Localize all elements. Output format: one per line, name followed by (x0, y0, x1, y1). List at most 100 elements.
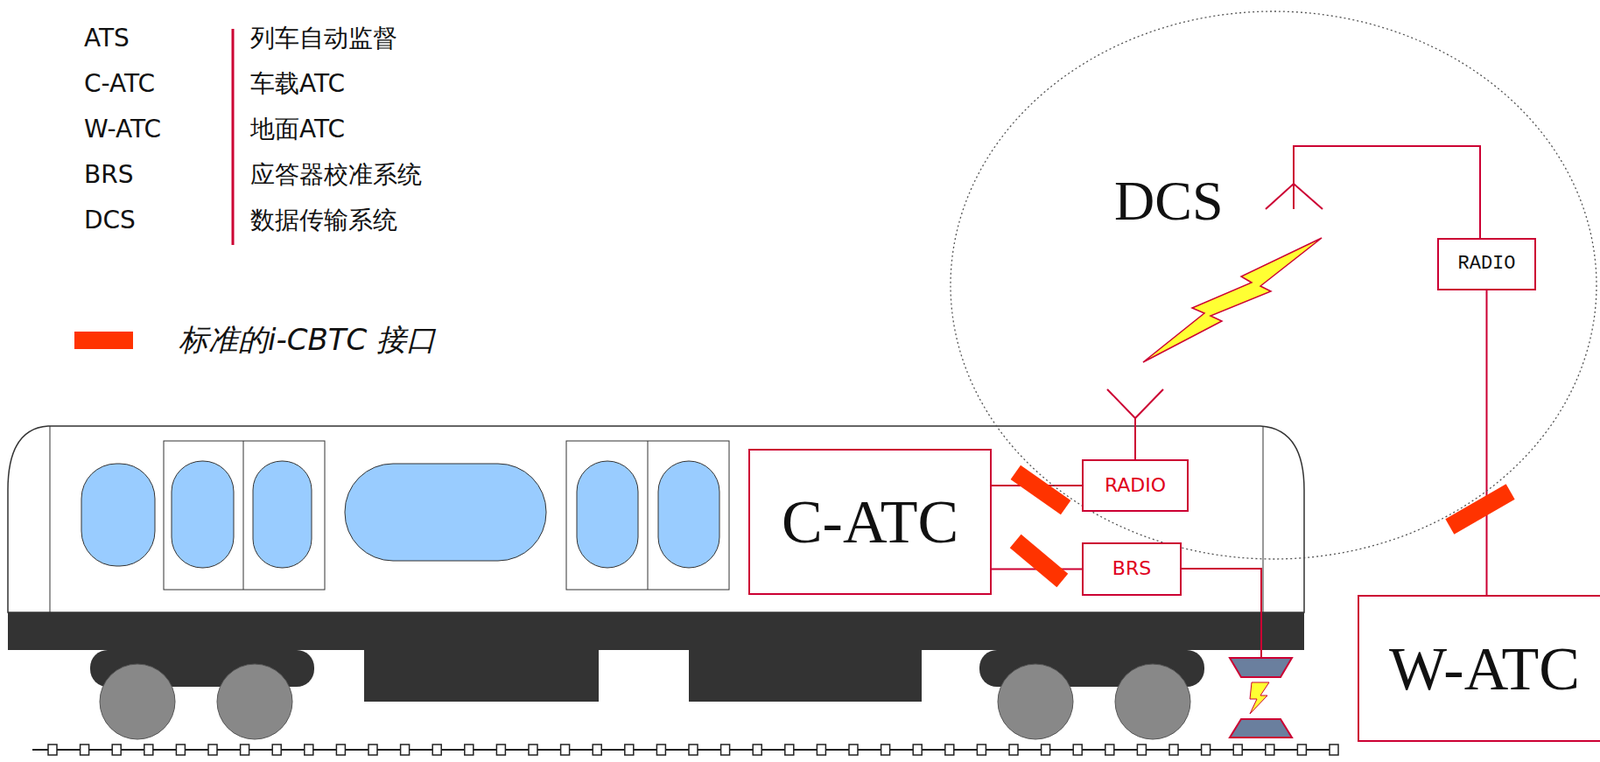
track-tie (721, 744, 730, 756)
abbreviation: DCS (84, 205, 136, 236)
track-tie (849, 744, 858, 756)
track-tie (48, 744, 57, 756)
track-tie (1265, 744, 1275, 756)
interface-marker (1445, 484, 1515, 534)
abbreviation-meaning: 车载ATC (250, 69, 345, 99)
door-window (171, 461, 234, 569)
train-door (163, 441, 325, 590)
track-tie (785, 744, 794, 756)
onboard-atc-box: C-ATC (748, 449, 992, 596)
track-tie (464, 744, 474, 756)
track-tie (1009, 744, 1018, 756)
box-label: RADIO (1457, 253, 1516, 275)
track-tie (561, 744, 570, 756)
track-tie (912, 744, 922, 756)
track-tie (816, 744, 826, 756)
wheel (997, 664, 1074, 740)
track-tie (400, 744, 410, 756)
onboard-radio-box: RADIO (1081, 459, 1189, 513)
train-antenna (1107, 389, 1164, 419)
track-tie (272, 744, 281, 756)
wayside-antenna (1265, 183, 1323, 210)
box-label: C-ATC (781, 488, 959, 556)
onboard-balise-antenna (1229, 658, 1292, 678)
track-ties (48, 744, 1339, 756)
abbreviation-meaning: 列车自动监督 (250, 23, 398, 54)
track-tie (656, 744, 666, 756)
dcs-region: DCS RADIO RADIO (948, 9, 1599, 562)
balise-wire (1181, 568, 1262, 659)
wheel (1115, 664, 1191, 740)
track-tie (304, 744, 314, 756)
box-label: BRS (1112, 558, 1151, 580)
train-window (81, 463, 155, 567)
track-tie (976, 744, 986, 756)
track-tie (1169, 744, 1179, 756)
train-window (344, 463, 547, 562)
abbreviation: ATS (84, 23, 130, 54)
track-tie (1041, 744, 1051, 756)
abbreviation-meaning: 数据传输系统 (250, 205, 398, 236)
legend-item: 标准的i-CBTC 接口 (74, 320, 436, 361)
legend-swatch (74, 331, 134, 350)
track-tie (240, 744, 250, 756)
wheel (217, 664, 293, 740)
abbreviation: W-ATC (84, 114, 162, 145)
abbreviation-meaning: 地面ATC (250, 114, 345, 145)
track-tie (336, 744, 345, 756)
door-window (252, 461, 312, 569)
abbreviation: BRS (84, 160, 134, 190)
train-body (7, 426, 1305, 613)
track-balise (1229, 719, 1292, 738)
wayside-radio-box: RADIO (1437, 238, 1537, 291)
wayside-atc-box: W-ATC (1357, 595, 1600, 743)
track-tie (432, 744, 442, 756)
wayside-feeder (1293, 146, 1481, 239)
radio-link-bolt (1143, 238, 1322, 363)
underbody-box (364, 650, 599, 702)
balise-link-bolt (1249, 682, 1270, 715)
track-tie (945, 744, 955, 756)
track-tie (144, 744, 154, 756)
door-window (658, 461, 720, 569)
dcs-outline (950, 11, 1597, 560)
brs-box: BRS (1081, 542, 1182, 597)
train-door (566, 441, 730, 590)
track-tie (528, 744, 538, 756)
train-end-line (49, 426, 51, 613)
legend-separator (231, 28, 235, 246)
track-tie (752, 744, 762, 756)
track-tie (1201, 744, 1211, 756)
box-label: W-ATC (1389, 635, 1580, 703)
box-label: RADIO (1104, 475, 1166, 497)
region-title: DCS (1114, 170, 1224, 232)
track-tie (112, 744, 121, 756)
track-tie (881, 744, 891, 756)
track-tie (1297, 744, 1306, 756)
abbreviation: C-ATC (84, 69, 155, 99)
wheel (99, 664, 176, 740)
interface-marker (1010, 534, 1068, 588)
track-tie (368, 744, 378, 756)
train-underframe (7, 612, 1305, 651)
track-tie (1233, 744, 1243, 756)
track-tie (80, 744, 90, 756)
door-split (243, 441, 245, 590)
track-tie (1329, 744, 1339, 756)
train-end-line (1263, 426, 1264, 613)
interface-marker (1010, 465, 1072, 516)
underbody-box (688, 650, 922, 702)
link-line (1486, 290, 1488, 596)
track-tie (1105, 744, 1115, 756)
track-tie (208, 744, 218, 756)
track-tie (1136, 744, 1146, 756)
track-tie (175, 744, 185, 756)
door-split (647, 441, 649, 590)
antenna-feed (1134, 418, 1137, 460)
abbreviation-meaning: 应答器校准系统 (250, 160, 422, 190)
track-tie (496, 744, 506, 756)
door-window (576, 461, 639, 569)
legend-text: 标准的i-CBTC 接口 (178, 320, 436, 361)
track-tie (688, 744, 698, 756)
